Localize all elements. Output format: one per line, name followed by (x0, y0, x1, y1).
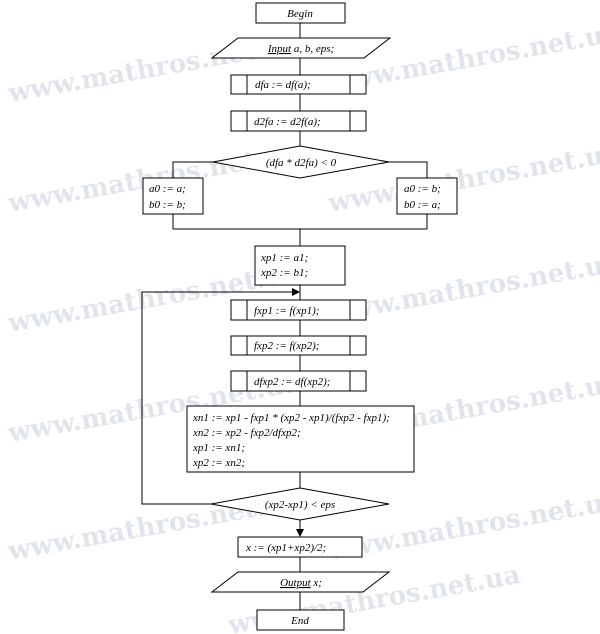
process-shape (230, 335, 367, 356)
dfa-label: dfa := df(a); (255, 79, 311, 91)
result-node: x := (xp1+xp2)/2; (237, 536, 363, 558)
output-keyword: Output (280, 577, 312, 589)
right-branch-line-2: b0 := a; (404, 199, 441, 211)
io-shape (210, 37, 392, 59)
connector-no (389, 161, 428, 178)
fxp2-node: fxp2 := f(xp2); (230, 335, 367, 356)
dfa-node: dfa := df(a); (230, 74, 367, 95)
process-shape (230, 370, 367, 392)
init-line-1: xp1 := a1; (260, 252, 308, 264)
condition2-node: (xp2-xp1) < eps (210, 487, 390, 521)
terminal-shape (255, 2, 346, 24)
init-line-2: xp2 := b1; (260, 267, 308, 279)
connectors (141, 23, 428, 610)
process-shape (230, 299, 367, 321)
left-branch-line-1: a0 := a; (149, 183, 186, 195)
arrowhead (292, 288, 300, 296)
end-node: End (256, 609, 345, 631)
terminal-shape (256, 609, 345, 631)
dfxp2-node: dfxp2 := df(xp2); (230, 370, 367, 392)
init-node: xp1 := a1; xp2 := b1; (254, 245, 346, 286)
connector-merge (172, 214, 428, 230)
begin-label: Begin (287, 8, 313, 20)
watermark-text: www.mathros.net.ua (325, 486, 600, 567)
calculation-line-4: xp2 := xn2; (192, 457, 245, 469)
input-keyword: Input (267, 43, 292, 55)
end-label: End (290, 615, 309, 627)
watermark-text: www.mathros.net.ua (325, 138, 600, 219)
calculation-line-3: xp1 := xn1; (192, 442, 245, 454)
dfxp2-label: dfxp2 := df(xp2); (254, 376, 330, 388)
fxp1-node: fxp1 := f(xp1); (230, 299, 367, 321)
decision-shape (210, 487, 390, 521)
output-variable: x; (311, 577, 322, 589)
process-shape (230, 74, 367, 95)
process-shape (254, 245, 346, 286)
process-shape (230, 110, 367, 132)
calculation-line-1: xn1 := xp1 - fxp1 * (xp2 - xp1)/(fxp2 - … (192, 412, 390, 424)
calculation-line-2: xn2 := xp2 - fxp2/dfxp2; (192, 427, 301, 439)
connector-yes (172, 161, 213, 178)
input-label: Input a, b, eps; (267, 43, 334, 55)
output-node: Output x; (210, 571, 391, 593)
process-shape (396, 177, 458, 215)
condition2-label: (xp2-xp1) < eps (265, 499, 335, 511)
arrowhead (296, 529, 304, 537)
connector-loop-back (141, 291, 296, 505)
right-branch-line-1: a0 := b; (404, 183, 441, 195)
d2fa-node: d2fa := d2f(a); (230, 110, 367, 132)
fxp2-label: fxp2 := f(xp2); (254, 340, 319, 352)
io-shape (210, 571, 391, 593)
left-branch-node: a0 := a; b0 := b; (142, 177, 204, 215)
input-variables: a, b, eps; (291, 43, 334, 55)
result-label: x := (xp1+xp2)/2; (245, 542, 326, 554)
process-shape (142, 177, 204, 215)
condition1-node: (dfa * d2fa) < 0 (212, 145, 390, 179)
condition1-label: (dfa * d2fa) < 0 (266, 157, 337, 169)
process-shape (186, 405, 415, 473)
d2fa-label: d2fa := d2f(a); (254, 116, 321, 128)
right-branch-node: a0 := b; b0 := a; (396, 177, 458, 215)
input-node: Input a, b, eps; (210, 37, 392, 59)
decision-shape (212, 145, 390, 179)
begin-node: Begin (255, 2, 346, 24)
output-label: Output x; (280, 577, 322, 589)
process-shape (237, 536, 363, 558)
left-branch-line-2: b0 := b; (149, 199, 186, 211)
calculation-node: xn1 := xp1 - fxp1 * (xp2 - xp1)/(fxp2 - … (186, 405, 415, 473)
fxp1-label: fxp1 := f(xp1); (254, 305, 319, 317)
